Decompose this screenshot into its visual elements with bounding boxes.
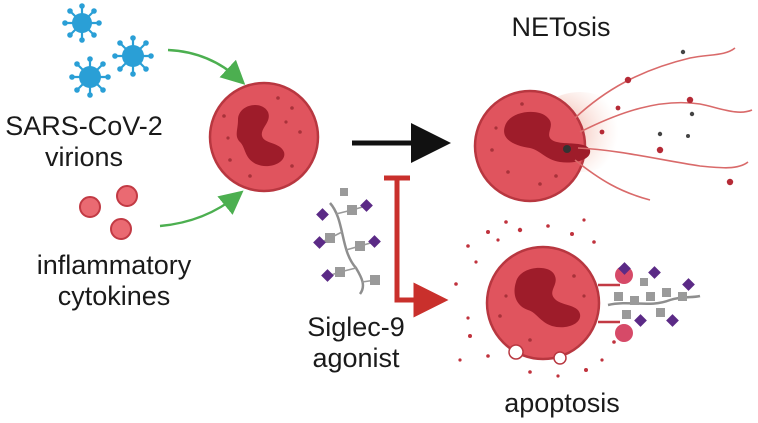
virion-icon xyxy=(112,35,154,77)
cytokine-label-line2: cytokines xyxy=(57,281,171,311)
cytokine-input-arrow xyxy=(159,190,244,228)
inhibition-arrow xyxy=(384,175,449,318)
agonist-label: Siglec-9 agonist xyxy=(292,312,420,374)
siglec-agonist-icon xyxy=(313,188,381,295)
virus-label-line1: SARS-CoV-2 xyxy=(5,111,163,141)
cytokines-label: inflammatory cytokines xyxy=(4,250,224,312)
bound-agonist-icon xyxy=(607,262,701,327)
virus-label-line2: virions xyxy=(44,142,124,172)
virions-label: SARS-CoV-2 virions xyxy=(0,111,168,173)
cytokine-icon xyxy=(79,185,138,240)
cytokine-label-line1: inflammatory xyxy=(36,250,192,280)
apoptotic-cell xyxy=(454,218,633,378)
virion-icon xyxy=(69,56,111,98)
agonist-label-line2: agonist xyxy=(312,343,400,373)
virion-input-arrow xyxy=(167,48,246,85)
nucleus-icon xyxy=(514,267,581,328)
neutrophil-cell xyxy=(208,81,320,193)
agonist-label-line1: Siglec-9 xyxy=(307,312,405,342)
nucleus-icon xyxy=(236,105,285,167)
netosis-cell xyxy=(473,47,753,203)
netosis-label: NETosis xyxy=(511,12,611,42)
apoptosis-label: apoptosis xyxy=(504,388,620,418)
virion-icon xyxy=(62,3,102,43)
